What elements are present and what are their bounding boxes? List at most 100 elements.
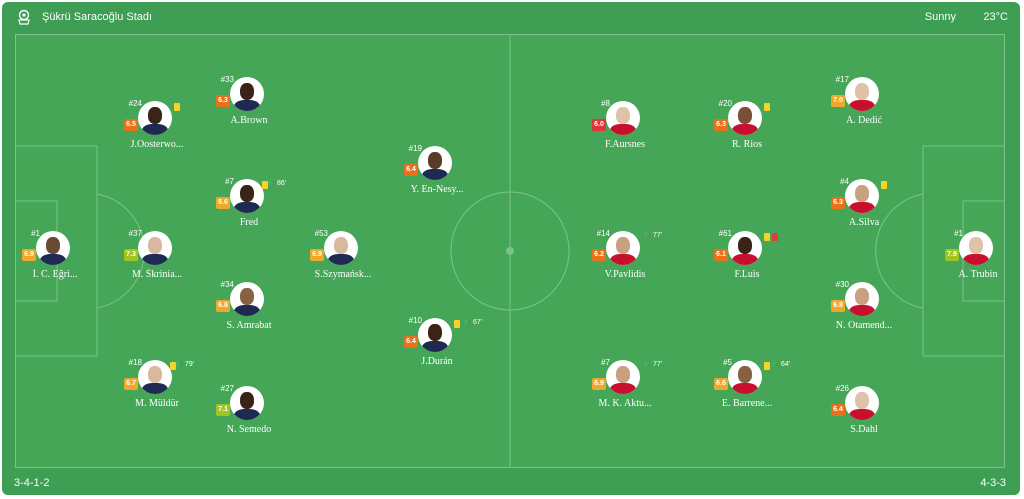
- player-kit: [610, 124, 636, 135]
- stadium-name: Şükrü Saracoğlu Stadı: [42, 11, 153, 23]
- player-card[interactable]: #26 6.4 S.Dahl: [809, 384, 919, 458]
- player-card[interactable]: #33 6.3 A.Brown: [194, 75, 304, 149]
- player-avatar: [845, 179, 879, 213]
- sub-out-arrow-icon: ↓: [179, 361, 184, 368]
- player-card[interactable]: #4 6.3 A.Silva: [809, 177, 919, 251]
- player-avatar: [728, 231, 762, 265]
- substitution-indicator: ↑↓ 79': [176, 361, 194, 368]
- player-card[interactable]: #37 7.3 M. Škrinia...: [102, 229, 212, 303]
- player-kit: [328, 254, 354, 265]
- player-rating: 7.0: [831, 95, 845, 107]
- player-avatar: [230, 386, 264, 420]
- player-name: S.Dahl: [850, 424, 878, 435]
- player-card[interactable]: #10 ↑↓ 67' 6.4 J.Durán: [382, 316, 492, 390]
- player-rating: 7.9: [945, 249, 959, 261]
- player-head: [855, 392, 869, 409]
- player-avatar: [138, 360, 172, 394]
- player-head: [855, 83, 869, 100]
- player-card[interactable]: #1 7.9 A. Trubin: [923, 229, 1020, 303]
- player-kit: [849, 100, 875, 111]
- player-card[interactable]: #53 6.9 S.Szymańsk...: [288, 229, 398, 303]
- player-number: #33: [220, 75, 234, 84]
- player-avatar: [845, 77, 879, 111]
- player-kit: [40, 254, 66, 265]
- player-head: [616, 237, 630, 254]
- player-rating: 6.8: [216, 300, 230, 312]
- temperature-label: 23°C: [983, 11, 1008, 23]
- substitution-minute: 79': [184, 361, 195, 368]
- player-name: F.Luis: [734, 269, 760, 280]
- player-kit: [234, 202, 260, 213]
- player-card[interactable]: #7 ↑↓ 77' 6.9 M. K. Aktu...: [570, 358, 680, 432]
- player-rating: 6.9: [22, 249, 36, 261]
- player-head: [148, 107, 162, 124]
- player-rating: 6.4: [404, 336, 418, 348]
- player-head: [616, 107, 630, 124]
- player-kit: [422, 169, 448, 180]
- player-head: [428, 152, 442, 169]
- player-number: #14: [596, 229, 610, 238]
- yellow-card-icon: [764, 362, 770, 370]
- sub-out-arrow-icon: ↓: [647, 361, 652, 368]
- substitution-indicator: ↑↓ 86': [268, 180, 286, 187]
- player-card[interactable]: #17 7.0 A. Dedić: [809, 75, 919, 149]
- home-formation: 3-4-1-2: [14, 477, 50, 489]
- player-card[interactable]: #34 6.8 S. Amrabat: [194, 280, 304, 354]
- player-number: #17: [835, 75, 849, 84]
- player-card[interactable]: #30 6.8 N. Otamend...: [809, 280, 919, 354]
- player-kit: [142, 383, 168, 394]
- player-number: #61: [718, 229, 732, 238]
- yellow-card-icon: [262, 181, 268, 189]
- player-card[interactable]: #8 6.0 F.Aursnes: [570, 99, 680, 173]
- player-avatar: [230, 77, 264, 111]
- sub-in-arrow-icon: ↑: [644, 232, 648, 239]
- player-name: E. Barrene...: [721, 398, 773, 409]
- player-name: J.Oosterwo...: [130, 139, 184, 150]
- player-name: V.Pavlidis: [604, 269, 646, 280]
- player-card[interactable]: #5 ↑↓ 64' 6.6 E. Barrene...: [692, 358, 802, 432]
- player-avatar: [418, 146, 452, 180]
- player-avatar: [959, 231, 993, 265]
- sub-out-arrow-icon: ↓: [775, 361, 780, 368]
- player-head: [46, 237, 60, 254]
- player-avatar: [606, 101, 640, 135]
- substitution-indicator: ↑↓ 77': [644, 232, 662, 239]
- player-rating: 6.5: [124, 119, 138, 131]
- player-card[interactable]: #61 6.1 F.Luis: [692, 229, 802, 303]
- player-card[interactable]: #27 7.1 N. Semedo: [194, 384, 304, 458]
- player-name: R. Rios: [731, 139, 762, 150]
- substitution-minute: 77': [652, 361, 663, 368]
- player-card[interactable]: #19 6.4 Y. En-Nesy...: [382, 144, 492, 218]
- player-rating: 6.4: [831, 404, 845, 416]
- player-kit: [732, 383, 758, 394]
- player-name: M. Müldür: [135, 398, 179, 409]
- player-card[interactable]: #7 ↑↓ 86' 6.6 Fred: [194, 177, 304, 251]
- player-card[interactable]: #20 6.3 R. Rios: [692, 99, 802, 173]
- player-head: [240, 288, 254, 305]
- player-card[interactable]: #24 6.5 J.Oosterwo...: [102, 99, 212, 173]
- yellow-card-icon: [170, 362, 176, 370]
- yellow-card-icon: [454, 320, 460, 328]
- player-card[interactable]: #18 ↑↓ 79' 6.7 M. Müldür: [102, 358, 212, 432]
- player-head: [616, 366, 630, 383]
- player-number: #18: [128, 358, 142, 367]
- away-formation: 4-3-3: [980, 477, 1006, 489]
- player-name: A.Silva: [848, 217, 880, 228]
- player-name: A.Brown: [230, 115, 268, 126]
- player-rating: 6.8: [831, 300, 845, 312]
- player-avatar: [845, 282, 879, 316]
- substitution-indicator: ↑↓ 67': [464, 319, 482, 326]
- yellow-card-icon: [881, 181, 887, 189]
- sub-out-arrow-icon: ↓: [467, 319, 472, 326]
- player-card[interactable]: #14 ↑↓ 77' 6.2 V.Pavlidis: [570, 229, 680, 303]
- player-number: #34: [220, 280, 234, 289]
- substitution-indicator: ↑↓ 64': [772, 361, 790, 368]
- player-head: [148, 366, 162, 383]
- player-rating: 6.4: [404, 164, 418, 176]
- player-kit: [849, 409, 875, 420]
- player-card[interactable]: #1 6.9 İ. C. Eğri...: [2, 229, 110, 303]
- player-number: #19: [408, 144, 422, 153]
- player-avatar: [606, 360, 640, 394]
- player-name: Y. En-Nesy...: [410, 184, 464, 195]
- player-number: #26: [835, 384, 849, 393]
